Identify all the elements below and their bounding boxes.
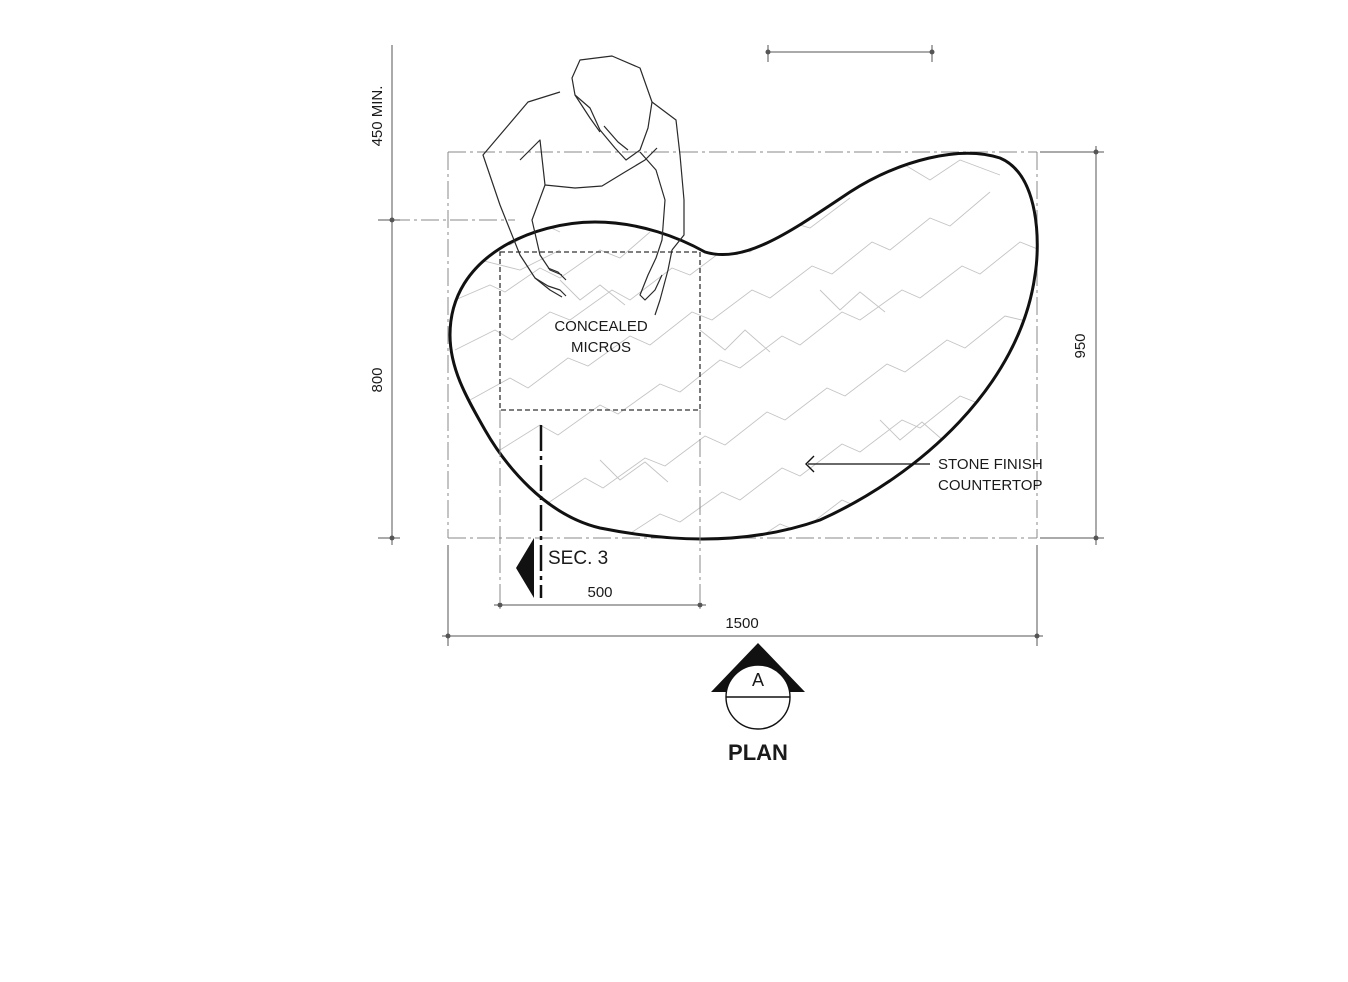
dimension-left-vertical bbox=[378, 45, 400, 545]
scale-bar bbox=[765, 45, 935, 62]
section-label: SEC. 3 bbox=[548, 548, 608, 569]
dimension-500 bbox=[494, 602, 706, 608]
person-top-view-icon bbox=[482, 55, 685, 316]
view-reference-letter: A bbox=[752, 670, 764, 690]
dimension-clearance-label: 450 MIN. bbox=[369, 86, 386, 147]
concealed-micros-zone bbox=[499, 251, 701, 411]
dimension-right-vertical bbox=[1040, 146, 1104, 545]
leader-arrow-icon bbox=[805, 455, 930, 473]
view-reference-marker-icon bbox=[711, 643, 805, 730]
countertop-outline bbox=[448, 151, 1039, 541]
dimension-950-label: 950 bbox=[1072, 333, 1089, 358]
dimension-800-label: 800 bbox=[369, 367, 386, 392]
micro-zone-reference-lines bbox=[499, 410, 701, 612]
stone-finish-label-line2: COUNTERTOP bbox=[938, 477, 1042, 494]
dimension-1500-label: 1500 bbox=[725, 615, 758, 632]
stone-finish-label-line1: STONE FINISH bbox=[938, 456, 1043, 473]
dimension-500-label: 500 bbox=[587, 584, 612, 601]
concealed-micros-label-line1: CONCEALED bbox=[554, 318, 648, 335]
section-cut-arrow-icon bbox=[516, 425, 543, 598]
dimension-1500 bbox=[442, 545, 1043, 646]
concealed-micros-label-line2: MICROS bbox=[571, 339, 631, 356]
drawing-title: PLAN bbox=[728, 740, 788, 765]
